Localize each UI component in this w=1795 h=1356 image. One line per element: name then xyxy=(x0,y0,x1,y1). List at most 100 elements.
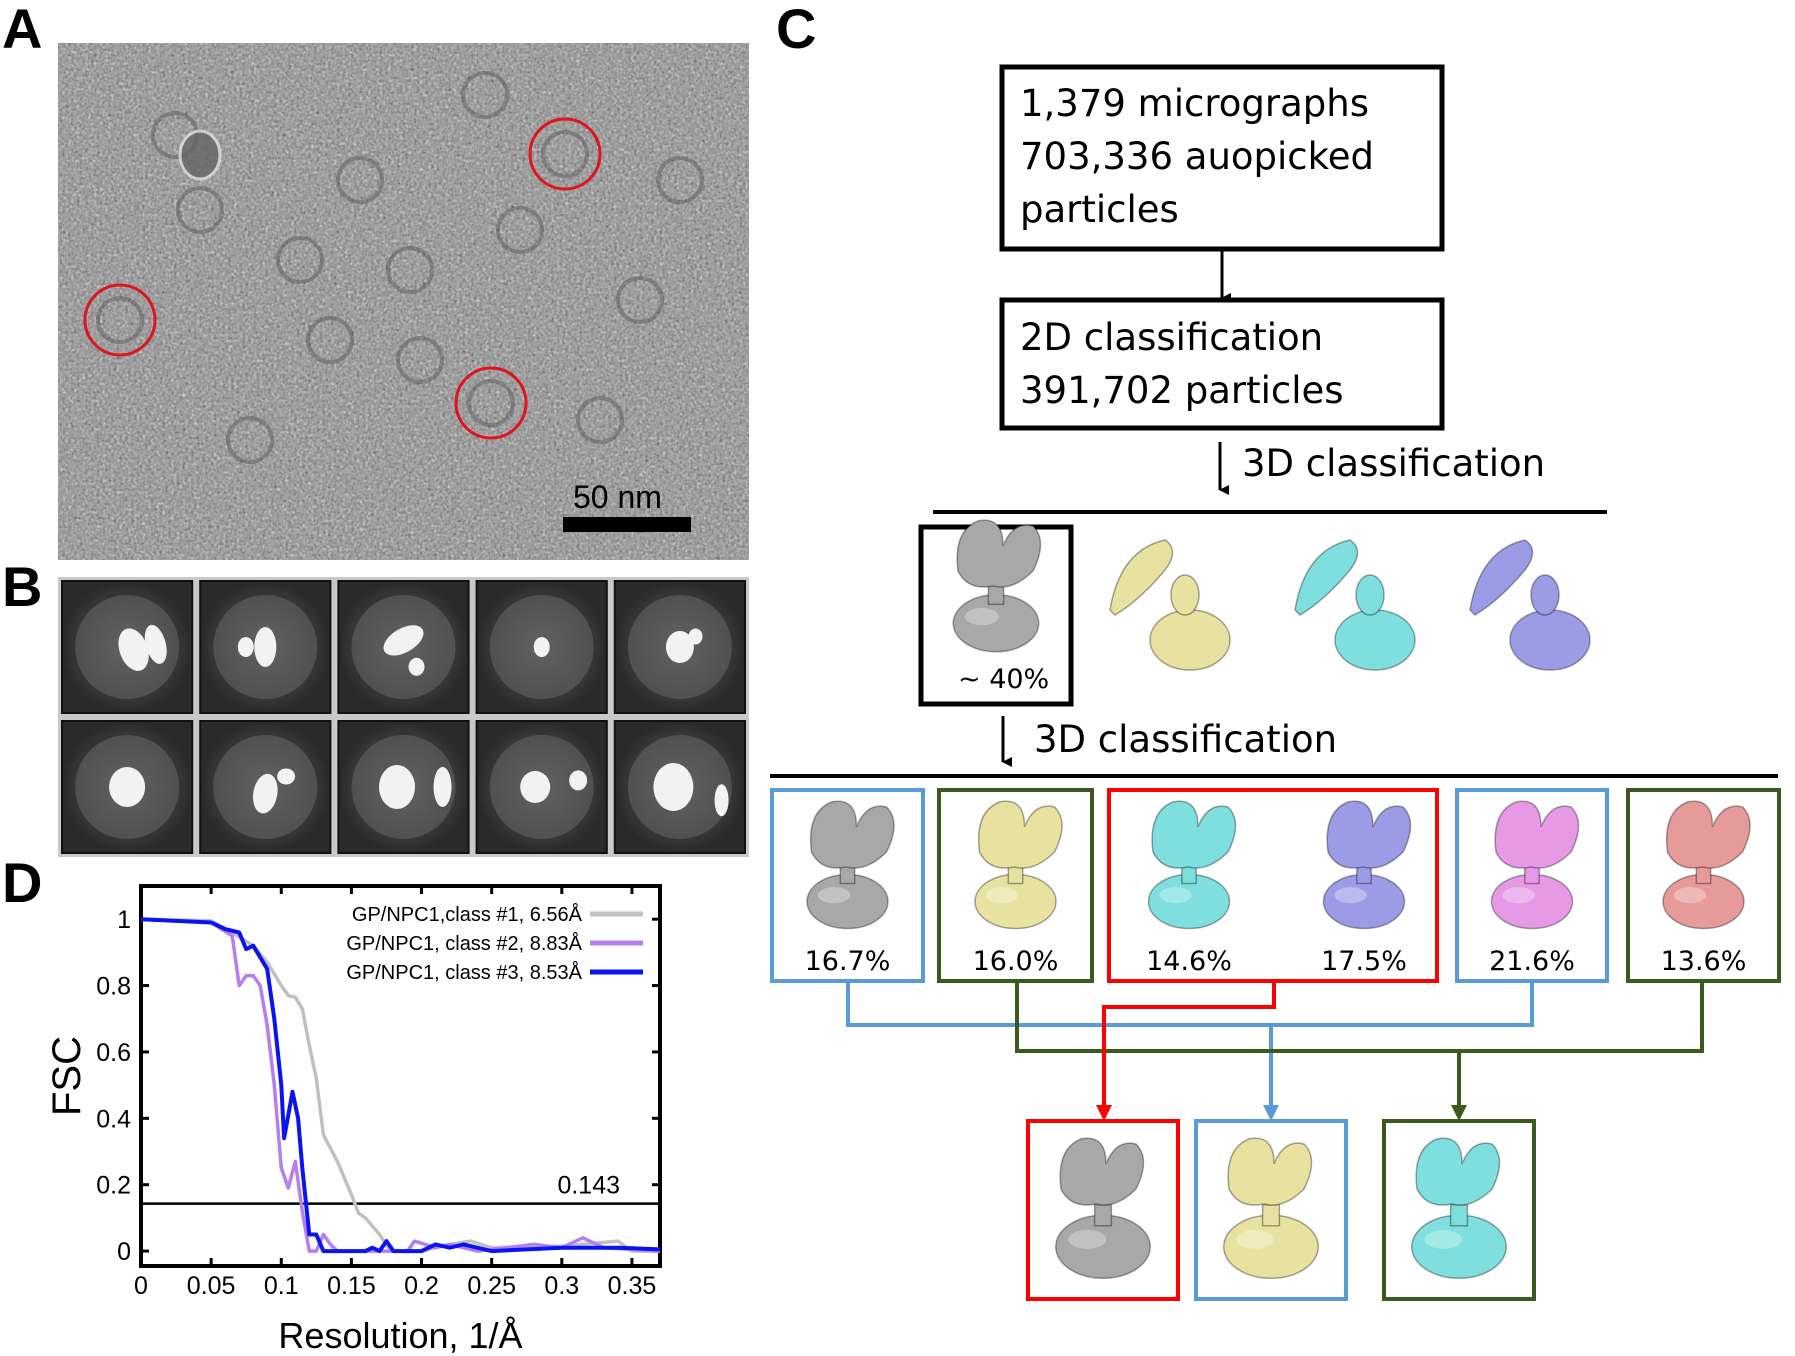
density-head xyxy=(809,800,895,869)
particle-projection xyxy=(665,631,694,663)
particle-circle xyxy=(454,366,528,440)
density-head xyxy=(956,519,1042,588)
class-average xyxy=(475,580,608,714)
particle-projection xyxy=(408,657,425,676)
density-highlight xyxy=(1236,1229,1275,1249)
density-base xyxy=(1509,609,1591,671)
step2-label: 3D classification xyxy=(1034,718,1337,761)
density-map xyxy=(1109,539,1231,671)
particle-projection xyxy=(433,767,452,807)
scale-bar-label: 50 nm xyxy=(573,479,662,515)
density-highlight xyxy=(817,887,851,904)
density-map xyxy=(1322,800,1412,930)
x-axis-label: Resolution, 1/Å xyxy=(278,1315,522,1356)
density-stalk xyxy=(1170,574,1200,616)
y-tick-label: 0.8 xyxy=(96,973,131,1001)
density-head xyxy=(1059,1137,1145,1206)
density-stalk xyxy=(1355,574,1385,616)
density-highlight xyxy=(1068,1229,1107,1249)
particle xyxy=(178,129,222,181)
particle-projection xyxy=(533,637,550,657)
class-average xyxy=(475,720,608,854)
particle xyxy=(616,276,664,324)
box2-line1: 2D classification xyxy=(1020,316,1323,359)
particle xyxy=(467,379,515,427)
density-head xyxy=(1665,800,1751,869)
density-highlight xyxy=(1159,887,1192,904)
connector-green xyxy=(1015,983,1704,1053)
density-highlight xyxy=(1502,887,1535,904)
x-tick-label: 0.05 xyxy=(187,1272,236,1300)
box1-line3: particles xyxy=(1020,188,1179,231)
legend-label: GP/NPC1, class #2, 8.83Å xyxy=(346,932,582,955)
series-line-3 xyxy=(140,917,661,1254)
step1-label: 3D classification xyxy=(1242,442,1545,485)
particle-projection xyxy=(688,628,703,645)
density-highlight xyxy=(1334,887,1367,904)
particle xyxy=(226,416,274,464)
particle-projection xyxy=(237,637,254,657)
box2-line2: 391,702 particles xyxy=(1020,369,1344,412)
density-head xyxy=(1227,1137,1313,1206)
picked-particle-circles xyxy=(83,117,602,440)
class-pct: 16.7% xyxy=(805,946,891,977)
class-average xyxy=(337,720,470,854)
panel-label-a: A xyxy=(2,0,42,60)
density-map xyxy=(1411,1137,1507,1279)
particle xyxy=(576,396,624,444)
particle-circle xyxy=(83,283,157,357)
particle-projection xyxy=(118,628,149,671)
legend-label: GP/NPC1,class #1, 6.56Å xyxy=(352,903,583,926)
particle xyxy=(306,316,354,364)
box1-line1: 1,379 micrographs xyxy=(1020,82,1369,125)
density-base xyxy=(1334,609,1416,671)
density-head xyxy=(1151,800,1237,869)
density-highlight xyxy=(985,887,1019,904)
particle-projection xyxy=(254,627,277,667)
x-tick-label: 0.25 xyxy=(467,1272,516,1300)
density-map xyxy=(1147,800,1237,930)
particle xyxy=(496,206,544,254)
y-tick-label: 0.6 xyxy=(96,1039,131,1067)
particle-projection xyxy=(569,770,588,791)
particle-projection xyxy=(109,767,146,807)
particle xyxy=(386,246,434,294)
arrowhead xyxy=(1096,1105,1112,1121)
density-map xyxy=(1055,1137,1151,1279)
particle-projection xyxy=(277,768,296,785)
particle xyxy=(461,71,509,119)
density-head xyxy=(1415,1137,1501,1206)
x-tick-label: 0.35 xyxy=(608,1272,657,1300)
x-tick-label: 0.15 xyxy=(327,1272,376,1300)
2d-classification-box xyxy=(999,297,1445,431)
particle xyxy=(96,296,144,344)
density-map xyxy=(806,800,895,930)
density-stalk xyxy=(1530,574,1560,616)
density-highlight xyxy=(964,608,999,626)
panel-label-d: D xyxy=(2,851,42,914)
x-tick-label: 0 xyxy=(134,1272,148,1300)
particle-projection xyxy=(252,773,278,814)
particle-projection xyxy=(378,765,415,809)
particle xyxy=(541,130,589,178)
class-average xyxy=(337,580,470,714)
density-stalk xyxy=(1261,1204,1281,1227)
particle-projection xyxy=(383,625,424,656)
y-tick-label: 0.4 xyxy=(96,1105,131,1133)
density-map xyxy=(1490,800,1580,930)
arrowhead xyxy=(1451,1105,1467,1121)
micrographs-box xyxy=(999,64,1445,252)
class-pct: 21.6% xyxy=(1489,946,1575,977)
x-tick-label: 0.1 xyxy=(264,1272,299,1300)
scale-bar xyxy=(563,517,691,532)
class-average xyxy=(613,580,746,714)
series-line-1 xyxy=(140,917,660,1253)
density-highlight xyxy=(1673,887,1707,904)
y-tick-label: 0.2 xyxy=(96,1172,131,1200)
density-map xyxy=(952,519,1042,653)
density-map xyxy=(1469,539,1591,671)
class-pct: 17.5% xyxy=(1321,946,1407,977)
density-stalk xyxy=(1449,1204,1469,1227)
